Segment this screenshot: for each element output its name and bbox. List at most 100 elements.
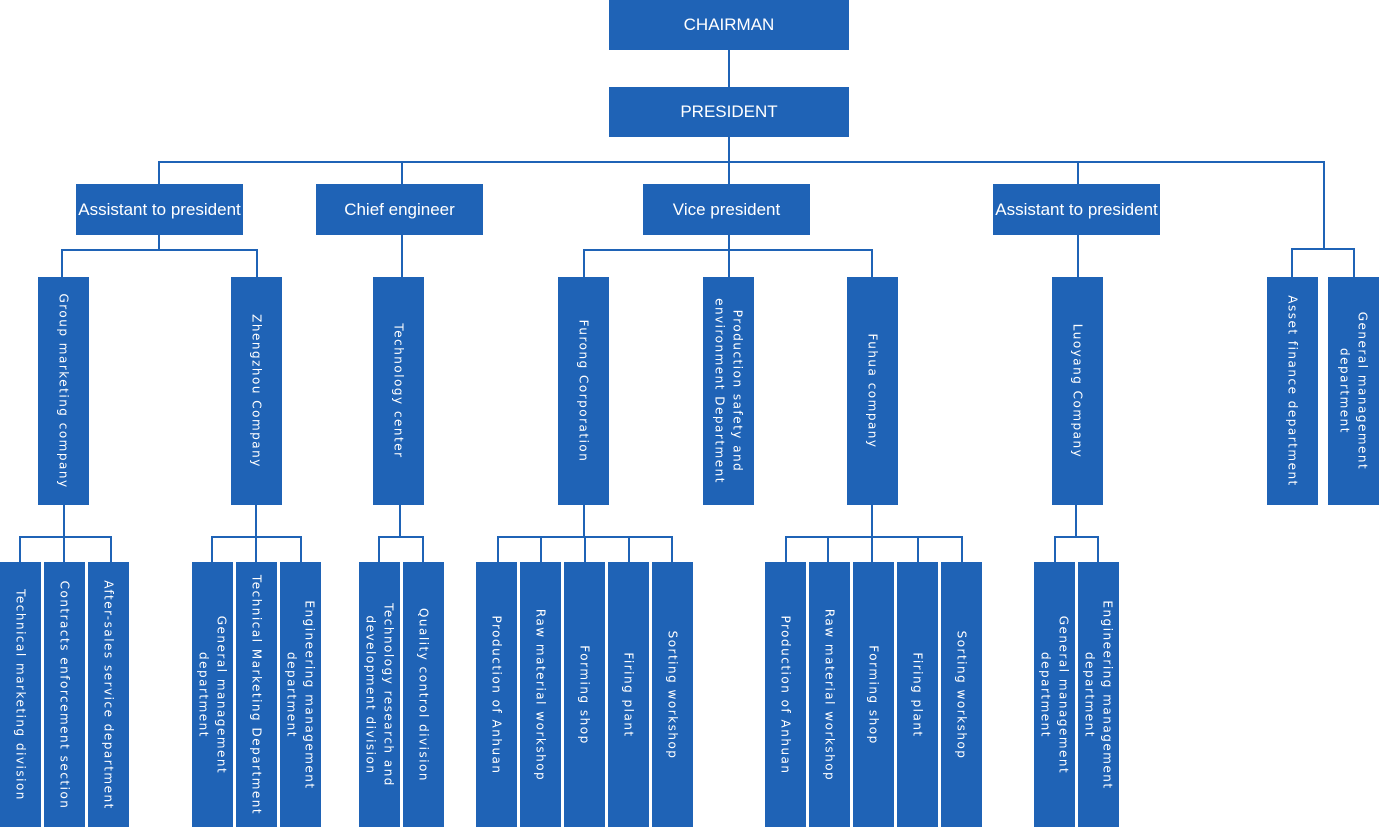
connector-line: [671, 536, 673, 562]
connector-line: [871, 249, 873, 277]
node-fuhua-production-of-anhuan: Production of Anhuan: [765, 562, 806, 827]
node-president-label: PRESIDENT: [680, 102, 778, 121]
node-vice-president: Vice president: [643, 184, 810, 235]
connector-line: [255, 505, 257, 537]
node-zhengzhou-company: Zhengzhou Company: [231, 277, 282, 505]
connector-line: [61, 249, 258, 251]
node-furong-production-of-anhuan: Production of Anhuan: [476, 562, 517, 827]
node-fuhua-production-of-anhuan-label: Production of Anhuan: [778, 614, 793, 775]
connector-line: [61, 249, 63, 277]
node-zhengzhou-engineering-management-department: Engineering management department: [280, 562, 321, 827]
connector-line: [583, 505, 585, 537]
connector-line: [728, 50, 730, 87]
node-assistant-to-president-left: Assistant to president: [76, 184, 243, 235]
connector-line: [211, 536, 213, 562]
node-chief-engineer-label: Chief engineer: [344, 199, 455, 219]
connector-line: [1077, 161, 1079, 184]
connector-line: [583, 249, 585, 277]
node-quality-control-division: Quality control division: [403, 562, 444, 827]
node-luoyang-engineering-management-department-label: Engineering management department: [1082, 599, 1115, 790]
connector-line: [871, 505, 873, 537]
node-fuhua-firing-plant-label: Firing plant: [910, 651, 925, 738]
connector-line: [1291, 248, 1355, 250]
node-technology-center: Technology center: [373, 277, 424, 505]
connector-line: [1291, 248, 1293, 277]
connector-line: [1353, 248, 1355, 277]
connector-line: [255, 536, 257, 562]
connector-line: [158, 161, 1325, 163]
connector-line: [1054, 536, 1056, 562]
connector-line: [785, 536, 787, 562]
node-production-safety-environment-department-label: Production safety and environment Depart…: [712, 298, 745, 484]
node-technology-center-label: Technology center: [391, 323, 406, 459]
connector-line: [785, 536, 963, 538]
node-furong-firing-plant-label: Firing plant: [621, 651, 636, 738]
node-chairman: CHAIRMAN: [609, 0, 849, 50]
connector-line: [1323, 161, 1325, 249]
node-fuhua-forming-shop-label: Forming shop: [866, 644, 881, 745]
node-production-safety-environment-department: Production safety and environment Depart…: [703, 277, 754, 505]
connector-line: [871, 536, 873, 562]
node-zhengzhou-technical-marketing-department-label: Technical Marketing Department: [249, 574, 264, 815]
node-general-management-department-label: General management department: [1337, 311, 1370, 471]
node-luoyang-company: Luoyang Company: [1052, 277, 1103, 505]
node-asset-finance-department: Asset finance department: [1267, 277, 1318, 505]
connector-line: [378, 536, 380, 562]
node-fuhua-company-label: Fuhua company: [865, 333, 880, 449]
node-technology-research-development-division-label: Technology research and development divi…: [363, 602, 396, 787]
node-furong-corporation-label: Furong Corporation: [576, 319, 591, 463]
connector-line: [728, 161, 730, 184]
connector-line: [1097, 536, 1099, 562]
node-contracts-enforcement-section: Contracts enforcement section: [44, 562, 85, 827]
connector-line: [63, 505, 65, 537]
connector-line: [1077, 235, 1079, 277]
node-quality-control-division-label: Quality control division: [416, 607, 431, 782]
node-furong-sorting-workshop-label: Sorting workshop: [665, 630, 680, 759]
connector-line: [540, 536, 542, 562]
connector-line: [19, 536, 112, 538]
node-assistant-to-president-right: Assistant to president: [993, 184, 1160, 235]
connector-line: [497, 536, 499, 562]
node-group-marketing-company: Group marketing company: [38, 277, 89, 505]
node-technical-marketing-division: Technical marketing division: [0, 562, 41, 827]
node-furong-raw-material-workshop-label: Raw material workshop: [533, 608, 548, 781]
connector-line: [961, 536, 963, 562]
node-fuhua-raw-material-workshop-label: Raw material workshop: [822, 608, 837, 781]
connector-line: [728, 235, 730, 250]
node-contracts-enforcement-section-label: Contracts enforcement section: [57, 580, 72, 809]
connector-line: [63, 536, 65, 562]
connector-line: [628, 536, 630, 562]
connector-line: [728, 137, 730, 162]
node-fuhua-sorting-workshop-label: Sorting workshop: [954, 630, 969, 759]
node-zhengzhou-general-management-department-label: General management department: [196, 615, 229, 774]
node-chairman-label: CHAIRMAN: [683, 15, 775, 34]
connector-line: [401, 161, 403, 184]
connector-line: [1075, 505, 1077, 537]
node-general-management-department: General management department: [1328, 277, 1379, 505]
node-fuhua-raw-material-workshop: Raw material workshop: [809, 562, 850, 827]
connector-line: [917, 536, 919, 562]
node-after-sales-service-department: After-sales service department: [88, 562, 129, 827]
connector-line: [158, 235, 160, 250]
node-assistant-to-president-left-label: Assistant to president: [78, 199, 241, 219]
connector-line: [378, 536, 424, 538]
connector-line: [158, 161, 160, 184]
node-luoyang-company-label: Luoyang Company: [1070, 323, 1085, 459]
node-fuhua-sorting-workshop: Sorting workshop: [941, 562, 982, 827]
connector-line: [399, 505, 401, 537]
node-furong-raw-material-workshop: Raw material workshop: [520, 562, 561, 827]
node-technology-research-development-division: Technology research and development divi…: [359, 562, 400, 827]
node-zhengzhou-general-management-department: General management department: [192, 562, 233, 827]
connector-line: [110, 536, 112, 562]
node-fuhua-forming-shop: Forming shop: [853, 562, 894, 827]
connector-line: [300, 536, 302, 562]
node-president: PRESIDENT: [609, 87, 849, 137]
connector-line: [1054, 536, 1099, 538]
connector-line: [827, 536, 829, 562]
node-furong-production-of-anhuan-label: Production of Anhuan: [489, 614, 504, 775]
node-zhengzhou-engineering-management-department-label: Engineering management department: [284, 599, 317, 790]
connector-line: [401, 235, 403, 277]
node-luoyang-general-management-department: General management department: [1034, 562, 1075, 827]
connector-line: [728, 249, 730, 277]
